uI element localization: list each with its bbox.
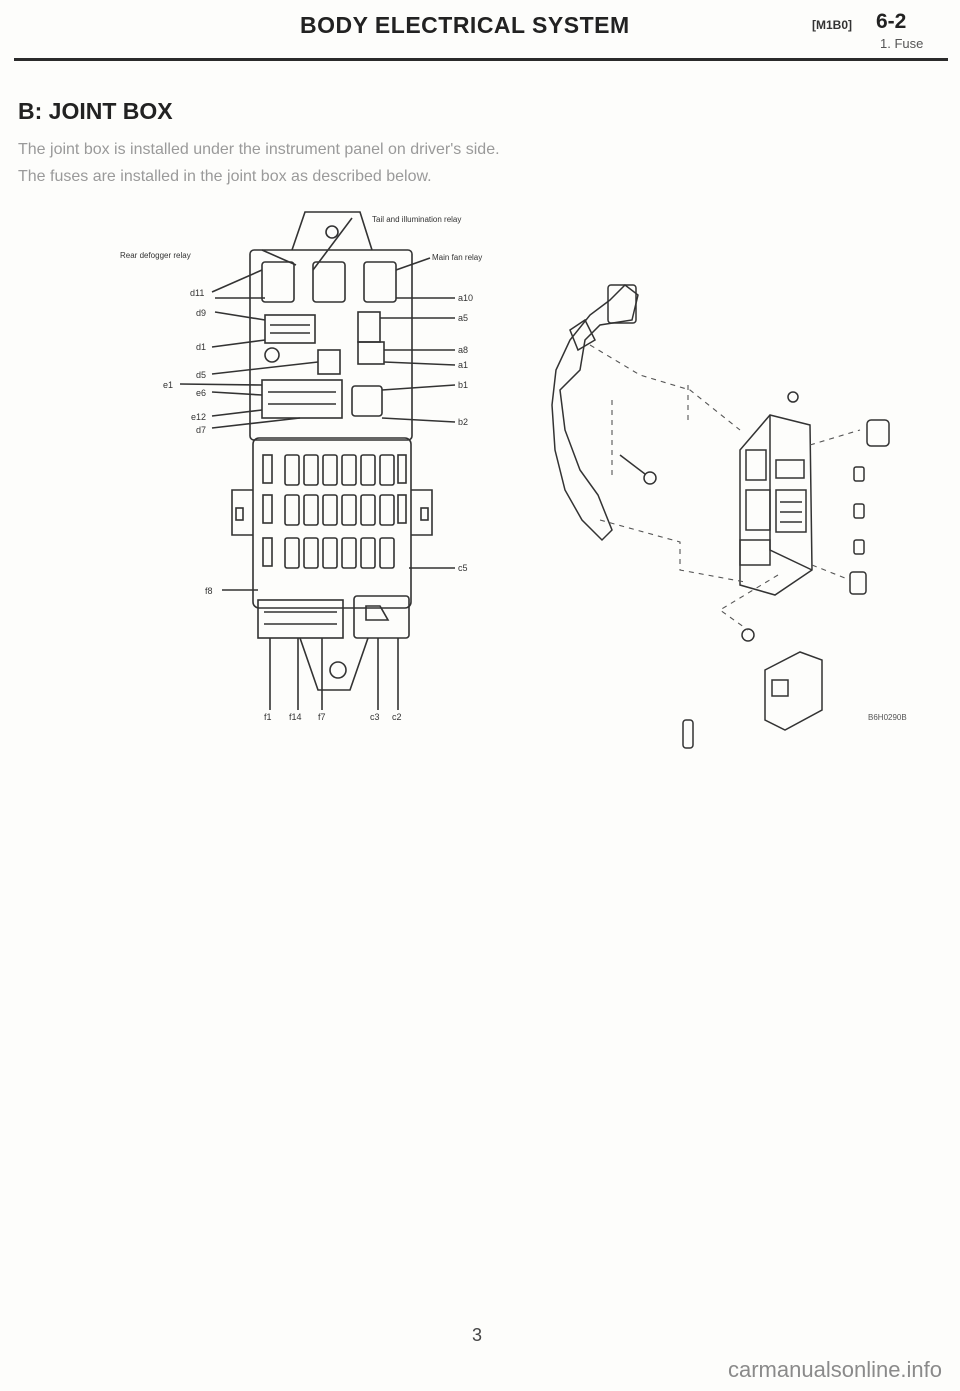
left-ear xyxy=(231,489,253,536)
fuse-1 xyxy=(853,466,865,482)
label-a5: a5 xyxy=(458,313,468,323)
label-a1: a1 xyxy=(458,360,468,370)
fuse-row-2 xyxy=(262,494,407,526)
fuse-2 xyxy=(853,503,865,519)
fuse-block xyxy=(252,437,412,609)
upper-box-body xyxy=(249,249,413,441)
connector-b xyxy=(351,385,383,417)
label-tail-relay: Tail and illumination relay xyxy=(372,215,461,224)
label-rear-defogger: Rear defogger relay xyxy=(120,251,191,260)
rear-defogger-relay xyxy=(261,261,295,303)
label-d11: d11 xyxy=(190,288,204,298)
label-b2: b2 xyxy=(458,417,468,427)
connector-d5 xyxy=(317,349,341,375)
header-page-number: 6-2 xyxy=(876,10,907,33)
tail-illumination-relay xyxy=(312,261,346,303)
clip-part xyxy=(682,719,694,749)
section-title: B: JOINT BOX xyxy=(18,98,173,124)
page-number: 3 xyxy=(472,1325,483,1345)
joint-box-figure: Tail and illumination relay Rear defogge… xyxy=(120,211,907,749)
header-code: [M1B0] xyxy=(812,18,853,32)
top-mount-tab xyxy=(291,211,373,251)
nut-icon-lower xyxy=(741,628,755,642)
right-ear xyxy=(411,489,433,536)
bolt-icon xyxy=(619,454,657,485)
top-mount-hole xyxy=(325,225,339,239)
figure-code: B6H0290B xyxy=(868,713,907,722)
label-d9: d9 xyxy=(196,308,206,318)
label-c5: c5 xyxy=(458,563,468,573)
label-a8: a8 xyxy=(458,345,468,355)
nut-icon xyxy=(787,391,799,403)
label-c3: c3 xyxy=(370,712,380,722)
label-f14: f14 xyxy=(289,712,302,722)
relay-2 xyxy=(849,571,867,595)
joint-box-cover xyxy=(764,651,823,731)
connector-f xyxy=(257,599,344,639)
label-f7: f7 xyxy=(318,712,326,722)
header-rule xyxy=(14,58,948,61)
connector-a xyxy=(357,311,381,343)
label-d5: d5 xyxy=(196,370,206,380)
label-a10: a10 xyxy=(458,293,473,303)
connector-c xyxy=(353,595,410,639)
label-d1: d1 xyxy=(196,342,206,352)
bottom-mount-tab xyxy=(299,637,369,691)
relay-1 xyxy=(866,419,890,447)
fuse-row-3 xyxy=(262,537,395,569)
assembly-lines xyxy=(589,344,861,631)
label-main-fan: Main fan relay xyxy=(432,253,482,262)
main-fan-relay xyxy=(363,261,397,303)
connector-a-lower xyxy=(357,341,385,365)
label-d7: d7 xyxy=(196,425,206,435)
intro-paragraph-1: The joint box is installed under the ins… xyxy=(18,141,500,158)
fuse-3 xyxy=(853,539,865,555)
intro-paragraph-2: The fuses are installed in the joint box… xyxy=(18,168,432,185)
label-b1: b1 xyxy=(458,380,468,390)
connector-e xyxy=(261,379,343,419)
label-e1: e1 xyxy=(163,380,173,390)
label-c2: c2 xyxy=(392,712,402,722)
bottom-mount-hole xyxy=(329,661,347,679)
header-title: BODY ELECTRICAL SYSTEM xyxy=(300,12,630,38)
connector-lock xyxy=(264,347,280,363)
joint-box-diagram xyxy=(179,211,456,710)
label-f8: f8 xyxy=(205,586,213,596)
fuse-row-1 xyxy=(262,454,407,486)
exploded-view-diagram xyxy=(551,284,890,749)
label-e6: e6 xyxy=(196,388,206,398)
label-e12: e12 xyxy=(191,412,206,422)
label-f1: f1 xyxy=(264,712,272,722)
connector-d xyxy=(264,314,316,344)
watermark: carmanualsonline.info xyxy=(728,1357,943,1382)
mounting-bracket xyxy=(551,284,639,542)
header-subsection: 1. Fuse xyxy=(880,36,924,51)
